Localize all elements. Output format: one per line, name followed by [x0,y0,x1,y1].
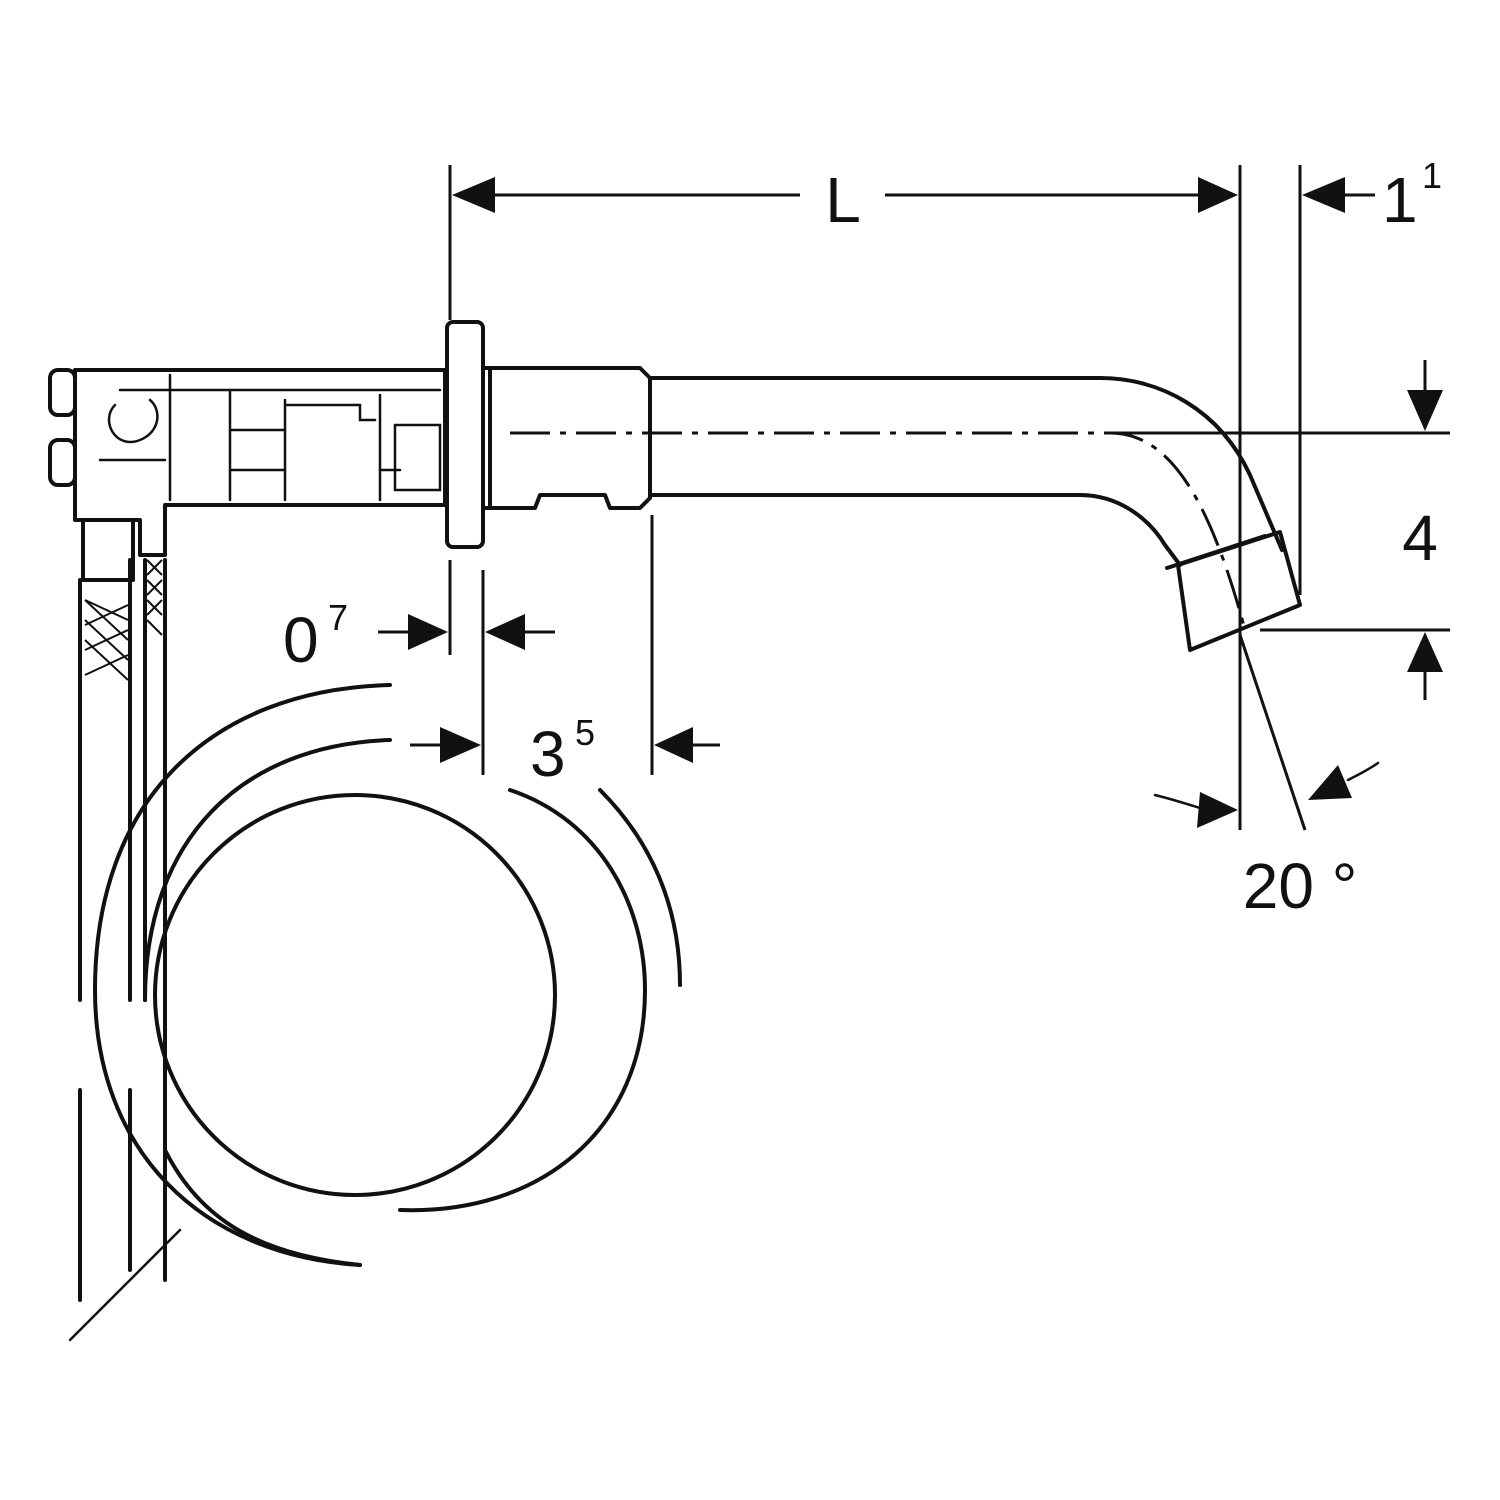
dimension-sleeve [410,515,720,775]
sleeve [481,366,652,510]
supply-pipes [68,518,182,1342]
braided-hose-hatch [84,559,163,681]
spout [650,376,1302,652]
dimension-angle [1153,634,1380,831]
hose-coil [93,683,682,1267]
label-offset-top-main: 1 [1382,164,1418,236]
dimension-height [1110,360,1450,700]
label-angle: 20 ° [1243,850,1358,922]
label-sleeve-main: 3 [530,718,566,790]
dimension-offset-top [1298,165,1375,595]
spout-centerline [510,431,1247,631]
label-offset-top-sup: 1 [1422,155,1442,196]
dimension-length [448,165,1242,830]
label-flange-main: 0 [283,604,319,676]
dimension-flange [378,560,555,775]
wall-flange [445,320,485,549]
label-height: 4 [1402,502,1438,574]
label-flange-sup: 7 [328,597,348,638]
label-offset-top: 1 [1382,164,1418,236]
label-sleeve-sup: 5 [575,712,595,753]
wall-body [48,368,447,557]
label-length: L [825,164,861,236]
